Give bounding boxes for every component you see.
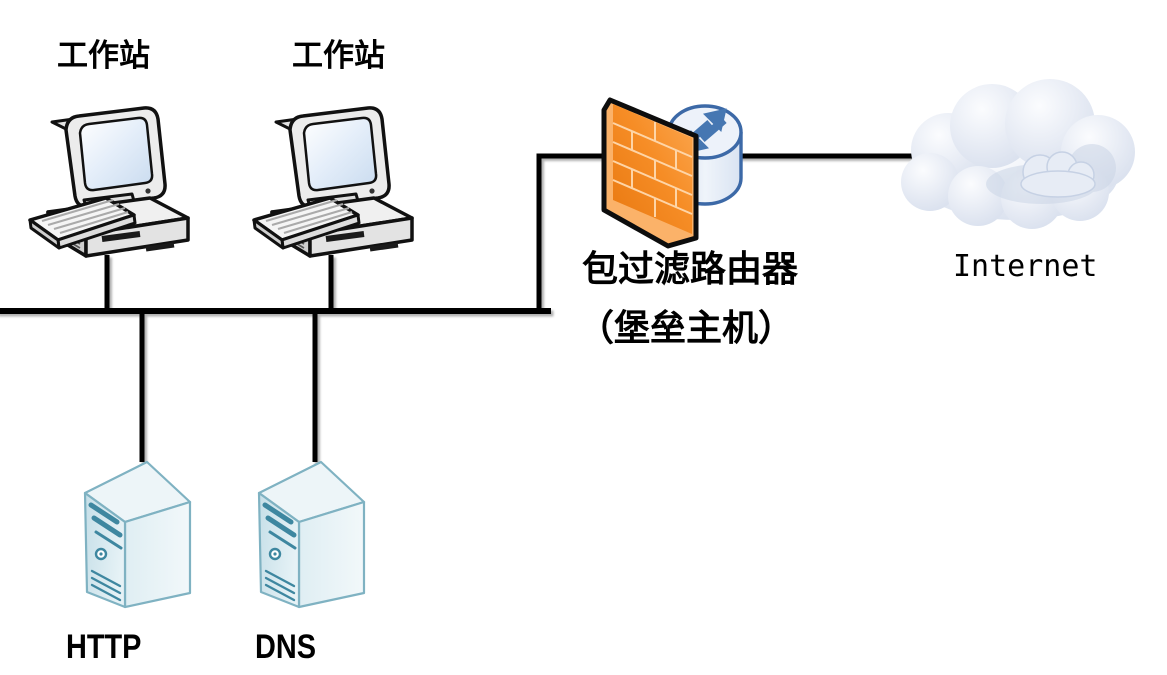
router-label-line2: （堡垒主机） xyxy=(578,308,795,349)
workstation2-label: 工作站 xyxy=(292,38,385,74)
workstation1-label: 工作站 xyxy=(57,38,150,74)
dns-server-label: DNS xyxy=(255,628,317,666)
router-label-line1: 包过滤路由器 xyxy=(582,249,799,290)
firewall-icon xyxy=(601,97,699,249)
server-tower-icon xyxy=(85,462,190,607)
http-server-label: HTTP xyxy=(66,628,142,666)
internet-label: Internet xyxy=(953,249,1098,284)
connection-lines xyxy=(0,153,912,462)
desktop-pc-icon xyxy=(254,108,412,256)
cloud-icon xyxy=(901,79,1135,229)
server-tower-icon xyxy=(259,462,364,607)
router-link xyxy=(536,153,612,311)
desktop-pc-icon xyxy=(30,108,188,256)
